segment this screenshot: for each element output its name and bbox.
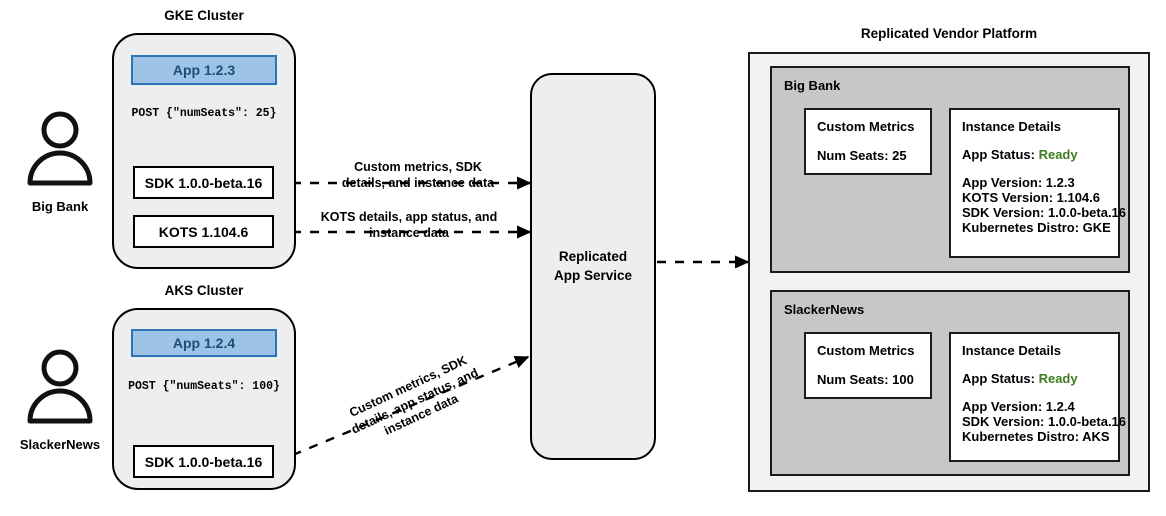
replicated-app-service-box[interactable]: Replicated App Service [530, 73, 656, 460]
tenant-box-big-bank: Big Bank Custom Metrics Num Seats: 25 In… [770, 66, 1130, 273]
instance-detail-line: Kubernetes Distro: AKS [962, 429, 1110, 444]
instance-detail-line: SDK Version: 1.0.0-beta.16 [962, 414, 1127, 429]
app-status-row: App Status: Ready [962, 371, 1107, 386]
instance-detail-line: KOTS Version: 1.104.6 [962, 190, 1101, 205]
aks-sdk-box[interactable]: SDK 1.0.0-beta.16 [133, 445, 274, 478]
custom-metrics-num-seats: Num Seats: 100 [817, 372, 914, 387]
gke-sdk-box[interactable]: SDK 1.0.0-beta.16 [133, 166, 274, 199]
custom-metrics-title: Custom Metrics [817, 343, 915, 358]
aks-post-text: POST {"numSeats": 100} [128, 380, 280, 393]
tenant-title: Big Bank [784, 78, 841, 93]
status-badge: Ready [1038, 371, 1078, 386]
gke-kots-box[interactable]: KOTS 1.104.6 [133, 215, 274, 248]
custom-metrics-panel-big-bank[interactable]: Custom Metrics Num Seats: 25 [804, 108, 932, 175]
instance-detail-line: SDK Version: 1.0.0-beta.16 [962, 205, 1127, 220]
actor-slackernews: SlackerNews [12, 348, 108, 452]
gke-app-box[interactable]: App 1.2.3 [131, 55, 277, 85]
app-status-label: App Status: [962, 147, 1035, 162]
actor-label: SlackerNews [19, 437, 101, 452]
instance-detail-line: App Version: 1.2.4 [962, 399, 1075, 414]
custom-metrics-title: Custom Metrics [817, 119, 915, 134]
tenant-title: SlackerNews [784, 302, 865, 317]
aks-cluster-title: AKS Cluster [164, 283, 244, 298]
app-status-label: App Status: [962, 371, 1035, 386]
actor-label: Big Bank [31, 199, 89, 214]
gke-cluster-title: GKE Cluster [164, 8, 244, 23]
app-status-row: App Status: Ready [962, 147, 1107, 162]
instance-details-title: Instance Details [962, 119, 1061, 134]
edge-label-aks-to-service: Custom metrics, SDK details, app status,… [347, 353, 481, 439]
instance-detail-line: Kubernetes Distro: GKE [962, 220, 1111, 235]
instance-details-title: Instance Details [962, 343, 1061, 358]
aks-app-box[interactable]: App 1.2.4 [131, 329, 277, 357]
custom-metrics-num-seats: Num Seats: 25 [817, 148, 907, 163]
edge-label-kots-to-service: KOTS details, app status, and instance d… [320, 210, 498, 240]
edge-label-sdk-to-service: Custom metrics, SDK details, and instanc… [341, 160, 495, 190]
instance-detail-line: App Version: 1.2.3 [962, 175, 1075, 190]
status-badge: Ready [1038, 147, 1078, 162]
tenant-box-slackernews: SlackerNews Custom Metrics Num Seats: 10… [770, 290, 1130, 476]
instance-details-panel-big-bank[interactable]: Instance Details App Status: Ready App V… [949, 108, 1127, 258]
instance-details-panel-slackernews[interactable]: Instance Details App Status: Ready App V… [949, 332, 1127, 462]
gke-post-text: POST {"numSeats": 25} [131, 107, 277, 120]
actor-big-bank: Big Bank [12, 110, 108, 214]
custom-metrics-panel-slackernews[interactable]: Custom Metrics Num Seats: 100 [804, 332, 932, 399]
vendor-platform-title: Replicated Vendor Platform [860, 26, 1038, 41]
